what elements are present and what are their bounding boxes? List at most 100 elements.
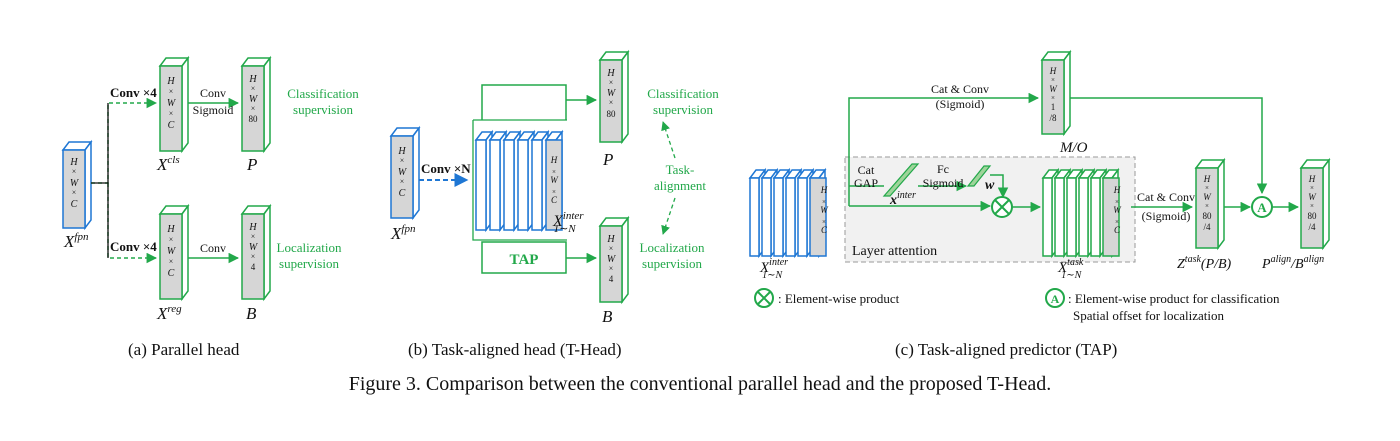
dim-text: C xyxy=(551,195,558,205)
dim-text: × xyxy=(552,168,556,176)
svg-text:80: 80 xyxy=(607,109,617,119)
dim-text: C xyxy=(821,225,828,235)
panel-c-w-vector xyxy=(966,165,992,187)
panel-c-top-op: Cat & Conv xyxy=(931,82,989,96)
svg-text:H: H xyxy=(606,234,615,245)
caption-b: (b) Task-aligned head (T-Head) xyxy=(408,340,622,359)
svg-text:W: W xyxy=(1308,192,1317,202)
panel-c-p-label: Palign/Balign xyxy=(1261,254,1324,272)
panel-a-cls-act: Sigmoid xyxy=(193,103,234,117)
panel-a-top-branch xyxy=(91,97,158,184)
svg-text:×: × xyxy=(1205,202,1209,210)
panel-a-cls-label: Xcls xyxy=(156,154,180,174)
dim-text: H xyxy=(550,155,558,165)
panel-a: H × W × C Xfpn Conv ×4 Conv ×4 H × W × C… xyxy=(61,55,359,323)
dim-text: W xyxy=(70,178,80,189)
svg-text:W: W xyxy=(607,88,617,99)
svg-text:A: A xyxy=(1051,292,1060,306)
panel-a-op-top: Conv ×4 xyxy=(110,85,157,100)
panel-a-b-block: H × W × 4 xyxy=(240,203,272,302)
panel-b-input-label: Xfpn xyxy=(390,223,416,243)
dim-text: W xyxy=(550,175,559,185)
panel-c-sigmoid: Sigmoid xyxy=(923,176,964,190)
dim-text: × xyxy=(822,198,826,206)
input-layer-block xyxy=(808,167,827,259)
svg-text:80: 80 xyxy=(1203,211,1213,221)
panel-b-tap-box xyxy=(481,241,567,274)
panel-a-reg-block: H × W × C xyxy=(158,203,190,302)
panel-b-input-block: H × W × C xyxy=(389,125,421,221)
panel-a-p-label: P xyxy=(246,155,257,174)
dim-text: W xyxy=(820,205,829,215)
panel-c-top-op2: (Sigmoid) xyxy=(936,97,985,111)
task-layer-block xyxy=(1101,167,1120,259)
svg-text:W: W xyxy=(249,94,259,105)
panel-a-loc-sup: Localization xyxy=(277,240,342,255)
svg-text:W: W xyxy=(607,254,617,265)
svg-text:×: × xyxy=(609,78,614,87)
legend-align-icon: A xyxy=(1045,288,1065,308)
legend-align-text2: Spatial offset for localization xyxy=(1073,308,1225,323)
svg-text:×: × xyxy=(251,232,256,241)
panel-b-loc-sup: Localization xyxy=(640,240,705,255)
panel-c-right-op2: (Sigmoid) xyxy=(1142,209,1191,223)
panel-b-align-arrow-up xyxy=(661,121,676,159)
svg-text:×: × xyxy=(1051,76,1055,84)
svg-text:×: × xyxy=(609,244,614,253)
dim-text: × xyxy=(822,218,826,226)
svg-text:1: 1 xyxy=(1051,102,1056,112)
panel-c-input-stack: H×W×C xyxy=(748,167,829,259)
panel-a-input-label: Xfpn xyxy=(63,231,89,251)
dim-text: H xyxy=(69,157,78,168)
svg-text:×: × xyxy=(1205,184,1209,192)
panel-c-m-path xyxy=(1070,97,1268,195)
stack-layer-block xyxy=(544,129,564,233)
panel-a-reg-label: Xreg xyxy=(156,303,182,323)
panel-a-loc-sup2: supervision xyxy=(279,256,339,271)
svg-text:×: × xyxy=(169,257,174,266)
svg-text:×: × xyxy=(251,84,256,93)
legend-product-icon xyxy=(754,288,774,308)
dim-text: × xyxy=(72,167,77,176)
panel-a-b-label: B xyxy=(246,304,257,323)
svg-text:H: H xyxy=(1308,174,1316,184)
panel-b-cls-sup: Classification xyxy=(647,86,719,101)
svg-text:C: C xyxy=(399,188,406,199)
svg-text:×: × xyxy=(1051,94,1055,102)
svg-text:W: W xyxy=(167,246,177,257)
panel-b-b-block: H × W × 4 xyxy=(598,215,630,305)
panel-a-cls-block: H × W × C xyxy=(158,55,190,154)
panel-c-z-label: Ztask(P/B) xyxy=(1177,254,1232,272)
panel-b-cls-sup2: supervision xyxy=(653,102,713,117)
product-icon xyxy=(991,196,1013,218)
panel-a-cls-sup: Classification xyxy=(287,86,359,101)
svg-text:W: W xyxy=(249,242,259,253)
svg-text:80: 80 xyxy=(249,114,259,124)
dim-text: C xyxy=(1114,225,1121,235)
svg-text:H: H xyxy=(248,74,257,85)
align-icon: A xyxy=(1251,196,1273,218)
panel-b-align2: alignment xyxy=(654,178,706,193)
svg-text:×: × xyxy=(251,104,256,113)
figure-caption: Figure 3. Comparison between the convent… xyxy=(348,373,1052,395)
svg-text:H: H xyxy=(606,68,615,79)
caption-a: (a) Parallel head xyxy=(128,340,240,359)
svg-text:/8: /8 xyxy=(1049,113,1057,123)
caption-c: (c) Task-aligned predictor (TAP) xyxy=(895,340,1118,359)
svg-text:H: H xyxy=(397,146,406,157)
panel-b-tap-label: TAP xyxy=(510,252,539,268)
svg-text:C: C xyxy=(168,268,175,279)
dim-text: × xyxy=(1115,218,1119,226)
legend-product-text: : Element-wise product xyxy=(778,291,900,306)
panel-c-x-label: xinter xyxy=(889,190,916,208)
panel-c-x-vector xyxy=(882,163,920,197)
panel-c-task-stack: H×W×C xyxy=(1041,167,1122,259)
svg-text:4: 4 xyxy=(609,274,614,284)
panel-c-m-block: H × W × 1 /8 xyxy=(1040,49,1072,137)
panel-b-top-bracket xyxy=(481,84,567,120)
svg-text:H: H xyxy=(166,76,175,87)
svg-text:C: C xyxy=(168,120,175,131)
